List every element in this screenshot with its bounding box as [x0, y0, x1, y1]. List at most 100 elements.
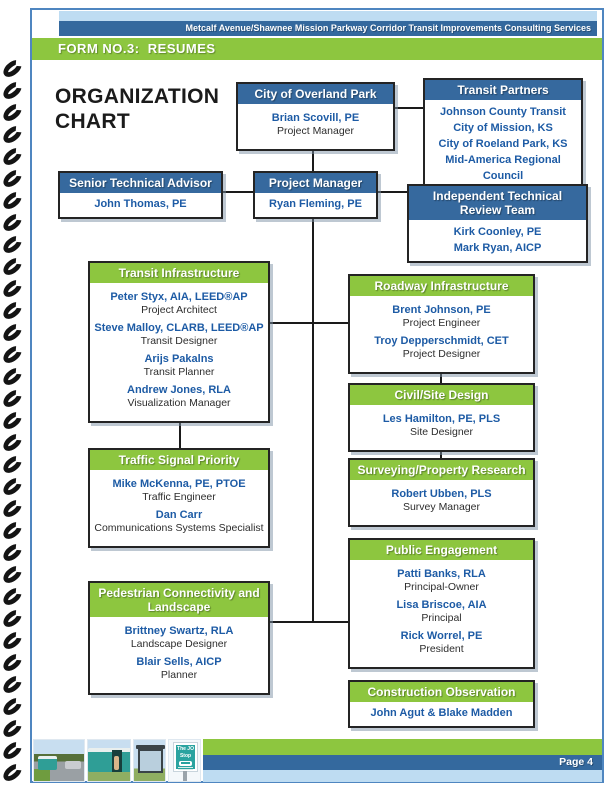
list-item: Brittney Swartz, RLA Landscape Designer [92, 625, 266, 651]
spiral-ring [0, 254, 25, 279]
person-role: Traffic Engineer [142, 491, 216, 503]
org-box-civil-site-design: Civil/Site Design Les Hamilton, PE, PLS … [348, 383, 535, 452]
sign-pole [183, 771, 187, 781]
list-item: Peter Styx, AIA, LEED®AP Project Archite… [92, 291, 266, 317]
sign-line1: The JO [177, 746, 194, 752]
org-box-construction-observation: Construction Observation John Agut & Bla… [348, 680, 535, 728]
person-role: Survey Manager [402, 501, 481, 513]
list-item: Lisa Briscoe, AIA Principal [352, 599, 531, 625]
person-name: Steve Malloy, CLARB, LEED®AP [94, 322, 264, 334]
spiral-ring [0, 56, 25, 81]
spiral-ring [0, 606, 25, 631]
person-role: President [419, 643, 464, 655]
org-box-title: Surveying/Property Research [350, 460, 533, 480]
person-name: Lisa Briscoe, AIA [396, 599, 487, 611]
list-item: Rick Worrel, PE President [352, 630, 531, 656]
person-name: Brent Johnson, PE [392, 304, 491, 316]
person-role: Visualization Manager [127, 397, 231, 409]
passenger-shape [114, 756, 119, 770]
list-item: Les Hamilton, PE, PLS Site Designer [352, 413, 531, 439]
person-name: Blair Sells, AICP [136, 656, 222, 668]
spiral-ring [0, 100, 25, 125]
person-name: Troy Depperschmidt, CET [374, 335, 509, 347]
connector-city-to-pm [312, 139, 314, 172]
spiral-ring [0, 430, 25, 455]
spiral-ring [0, 144, 25, 169]
org-box-title: Traffic Signal Priority [90, 450, 268, 470]
person-role: Landscape Designer [130, 638, 228, 650]
org-box-city-of-overland-park: City of Overland Park Brian Scovill, PE … [236, 82, 395, 151]
list-item: Mike McKenna, PE, PTOE Traffic Engineer [92, 478, 266, 504]
sign-small-text-line [178, 769, 193, 770]
org-box-title: Civil/Site Design [350, 385, 533, 405]
person-name: John Thomas, PE [94, 198, 187, 210]
footer-green-stripe [203, 739, 602, 755]
org-box-public-engagement: Public Engagement Patti Banks, RLA Princ… [348, 538, 535, 669]
member-name: Mid-America Regional Council [445, 154, 561, 182]
spiral-ring [0, 122, 25, 147]
spiral-ring [0, 518, 25, 543]
footer-photo-bus-shelter [133, 739, 166, 782]
spiral-ring [0, 716, 25, 741]
connector-city-to-partners [395, 107, 423, 109]
project-title: Metcalf Avenue/Shawnee Mission Parkway C… [185, 23, 591, 33]
connector-advisor-to-pm [223, 191, 254, 193]
header-light-blue-bar [59, 11, 597, 21]
list-item: Brian Scovill, PE Project Manager [240, 112, 391, 138]
person-role: Project Manager [276, 125, 355, 137]
org-box-title: Pedestrian Connectivity and Landscape [90, 583, 268, 617]
list-item: Arijs Pakalns Transit Planner [92, 353, 266, 379]
person-role: Project Architect [141, 304, 217, 316]
spiral-ring [0, 584, 25, 609]
org-box-roadway-infrastructure: Roadway Infrastructure Brent Johnson, PE… [348, 274, 535, 374]
spiral-ring [0, 562, 25, 587]
org-box-independent-technical-review-team: Independent Technical Review Team Kirk C… [407, 184, 588, 263]
spiral-ring [0, 188, 25, 213]
sign-small-text-line [178, 767, 193, 768]
car-shape [65, 761, 81, 769]
spiral-binding [0, 0, 30, 792]
footer-light-blue-stripe [203, 770, 602, 782]
person-role: Principal [421, 612, 462, 624]
org-box-title: Transit Partners [425, 80, 581, 100]
org-box-project-manager: Project Manager Ryan Fleming, PE [253, 171, 378, 219]
spiral-ring [0, 210, 25, 235]
person-name: Ryan Fleming, PE [269, 198, 362, 210]
spiral-ring [0, 672, 25, 697]
spiral-ring [0, 408, 25, 433]
list-item: Steve Malloy, CLARB, LEED®AP Transit Des… [92, 322, 266, 348]
org-box-title: Public Engagement [350, 540, 533, 560]
list-item: Dan Carr Communications Systems Speciali… [92, 509, 266, 535]
person-name: Mike McKenna, PE, PTOE [112, 478, 246, 490]
bus-icon [179, 761, 192, 766]
spiral-ring [0, 232, 25, 257]
org-box-pedestrian-connectivity-and-landscape: Pedestrian Connectivity and Landscape Br… [88, 581, 270, 695]
spiral-ring [0, 166, 25, 191]
spiral-ring [0, 298, 25, 323]
spiral-ring [0, 342, 25, 367]
connector-transit-to-traffic [179, 423, 181, 449]
person-role: Transit Planner [143, 366, 215, 378]
spiral-ring [0, 694, 25, 719]
list-item: Patti Banks, RLA Principal-Owner [352, 568, 531, 594]
list-item: Ryan Fleming, PE [257, 198, 374, 211]
person-name: Peter Styx, AIA, LEED®AP [110, 291, 248, 303]
person-role: Planner [160, 669, 198, 681]
spiral-ring [0, 474, 25, 499]
org-box-title: City of Overland Park [238, 84, 393, 104]
footer-page-bar: Page 4 [203, 755, 602, 770]
spiral-ring [0, 738, 25, 763]
list-item: John Agut & Blake Madden [352, 707, 531, 720]
list-item: Andrew Jones, RLA Visualization Manager [92, 384, 266, 410]
header-project-title-bar: Metcalf Avenue/Shawnee Mission Parkway C… [59, 21, 597, 36]
person-name: Rick Worrel, PE [400, 630, 483, 642]
person-role: Communications Systems Specialist [94, 522, 264, 534]
footer-photo-jo-stop-sign: The JO Stop [168, 739, 201, 782]
person-name: John Agut & Blake Madden [370, 707, 513, 719]
member-name: Mark Ryan, AICP [453, 242, 542, 254]
connector-spine [312, 215, 314, 623]
spiral-ring [0, 628, 25, 653]
bus-shape [38, 756, 57, 770]
connector-transit-roadway [270, 322, 348, 324]
org-box-surveying-property-research: Surveying/Property Research Robert Ubben… [348, 458, 535, 527]
